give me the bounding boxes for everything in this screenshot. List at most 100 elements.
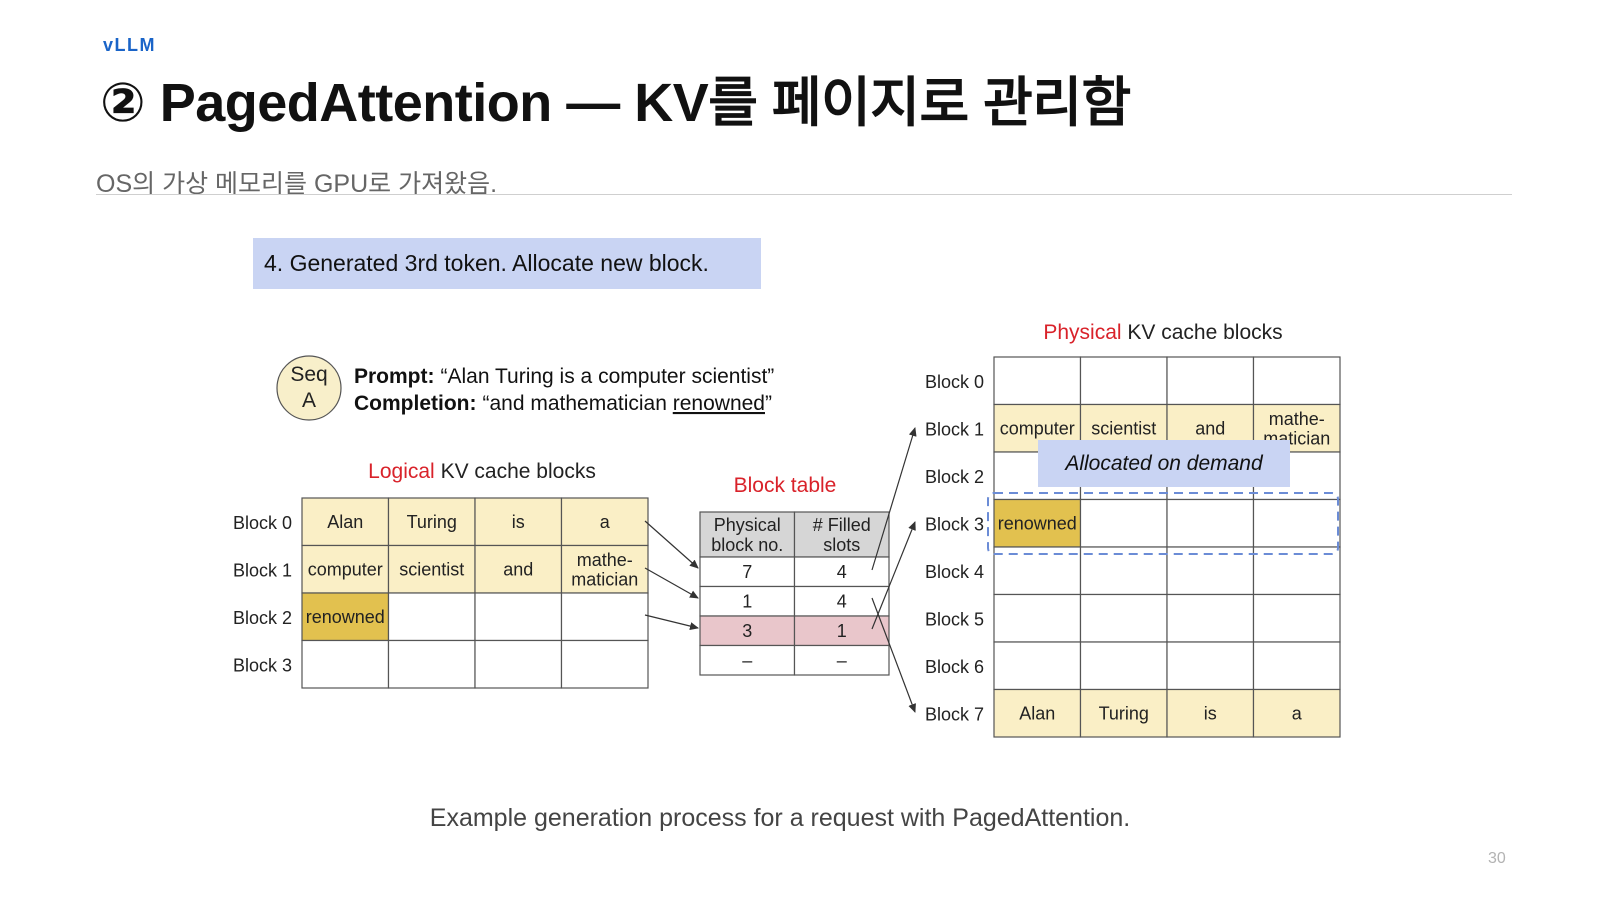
prompt-label: Prompt: — [354, 365, 435, 388]
logical-block-row-label: Block 2 — [233, 608, 292, 628]
physical-block-cell — [1079, 498, 1168, 548]
logical-to-table-arrows — [644, 520, 699, 630]
physical-block-cell-text: computer — [1000, 419, 1075, 439]
divider-rule — [96, 194, 1512, 195]
callout-background — [1038, 440, 1290, 487]
logical-title-highlight: Logical — [368, 460, 435, 483]
prompt-text: “Alan Turing is a computer scientist” — [441, 365, 775, 388]
physical-block-cell-text: scientist — [1091, 419, 1156, 439]
block-table-cell — [793, 556, 890, 588]
physical-title-highlight: Physical — [1043, 321, 1121, 344]
logical-block-cell — [560, 544, 649, 594]
seq-badge-line2: A — [302, 389, 316, 412]
block-table-cell — [793, 644, 890, 676]
block-table-cell — [699, 644, 796, 676]
logical-block-cell-text: Turing — [407, 512, 457, 532]
brand-label: vLLM — [103, 35, 156, 55]
logical-block-cell — [560, 497, 649, 547]
block-table-cell-text: 1 — [742, 592, 752, 612]
logical-block-cell-text: renowned — [306, 607, 385, 627]
physical-block-row-label: Block 0 — [925, 372, 984, 392]
physical-block-cell-text: a — [1292, 704, 1303, 724]
completion-new-token: renowned — [673, 392, 765, 415]
physical-block-cell — [993, 498, 1082, 548]
block-table-header-text-line-1: Physical — [714, 515, 781, 535]
physical-block-cell-text: Alan — [1019, 704, 1055, 724]
logical-block-cell — [474, 497, 563, 547]
block-table-header-cell — [793, 511, 890, 558]
block-table-cell — [699, 556, 796, 588]
physical-block-row-label: Block 7 — [925, 704, 984, 724]
physical-block-cell — [993, 593, 1082, 643]
completion-label: Completion: — [354, 392, 476, 415]
physical-block-cell — [1166, 641, 1255, 691]
logical-block-cell-text-line-2: matician — [571, 570, 638, 590]
logical-block-row-label: Block 3 — [233, 655, 292, 675]
block-table-cell-text: 1 — [837, 621, 847, 641]
physical-block-cell — [1166, 593, 1255, 643]
logical-block-cell-text: and — [503, 560, 533, 580]
seq-badge-circle — [276, 355, 342, 421]
logical-block-cell — [474, 544, 563, 594]
completion-close-quote: ” — [765, 392, 772, 415]
physical-block-row-label: Block 2 — [925, 467, 984, 487]
physical-block-cell-text: is — [1204, 704, 1217, 724]
block-table-cell-text: 7 — [742, 562, 752, 582]
block-table-cell-text: – — [837, 651, 847, 671]
logical-block-cell — [560, 639, 649, 689]
physical-block-cell — [993, 356, 1082, 406]
logical-block-cell — [301, 497, 390, 547]
logical-block-cell — [301, 592, 390, 642]
logical-block-cell-text: a — [600, 512, 611, 532]
slide-title: ② PagedAttention — KV를 페이지로 관리함 — [100, 73, 1131, 133]
arrow-table-to-physical1 — [871, 427, 917, 571]
physical-block-cell-text: Turing — [1099, 704, 1149, 724]
block-table-header-text-line-1: # Filled — [813, 515, 871, 535]
arrow-table-to-physical7 — [871, 597, 916, 713]
logical-block-row-label: Block 0 — [233, 513, 292, 533]
physical-block-cell — [1252, 356, 1341, 406]
logical-block-cell-text: Alan — [327, 512, 363, 532]
physical-block-cell — [993, 641, 1082, 691]
logical-title-rest: KV cache blocks — [435, 460, 596, 483]
block-table-cell-text: 3 — [742, 621, 752, 641]
block-table-cell — [793, 615, 890, 647]
arrow-table-to-physical3 — [871, 521, 916, 630]
arrow-logical0-to-table — [644, 520, 699, 569]
arrow-logical2-to-table — [644, 614, 699, 630]
block-table-cell-text: 4 — [837, 562, 847, 582]
physical-block-row-label: Block 1 — [925, 419, 984, 439]
seq-badge-line1: Seq — [290, 363, 327, 386]
completion-line: Completion:“and mathematician renowned” — [354, 392, 772, 415]
physical-block-cell-text: and — [1195, 419, 1225, 439]
logical-title: Logical KV cache blocks — [368, 460, 596, 483]
physical-block-cell — [1079, 593, 1168, 643]
block-table-title: Block table — [734, 474, 837, 497]
logical-block-row-label: Block 1 — [233, 560, 292, 580]
block-table-header-text-line-2: block no. — [711, 535, 783, 555]
physical-block-cell — [993, 546, 1082, 596]
physical-block-cell — [1166, 498, 1255, 548]
figure-caption: Example generation process for a request… — [429, 804, 1131, 832]
physical-block-cell — [1079, 546, 1168, 596]
physical-block-cell — [1252, 593, 1341, 643]
physical-block-row-label: Block 5 — [925, 609, 984, 629]
logical-block-cell-text: mathe-matician — [571, 550, 638, 590]
physical-block-cell — [993, 688, 1082, 738]
physical-block-cell — [1252, 498, 1341, 548]
logical-block-cell — [474, 639, 563, 689]
physical-block-cell — [1252, 688, 1341, 738]
table-to-physical-arrows — [871, 427, 917, 713]
block-table-header-text-line-2: slots — [823, 535, 860, 555]
logical-block-cell — [387, 544, 476, 594]
logical-block-cell-text: is — [512, 512, 525, 532]
logical-block-cell — [387, 592, 476, 642]
physical-block-cell-text: renowned — [998, 514, 1077, 534]
callout-text: Allocated on demand — [1063, 452, 1264, 475]
slide-subtitle: OS의 가상 메모리를 GPU로 가져왔음. — [96, 170, 498, 198]
